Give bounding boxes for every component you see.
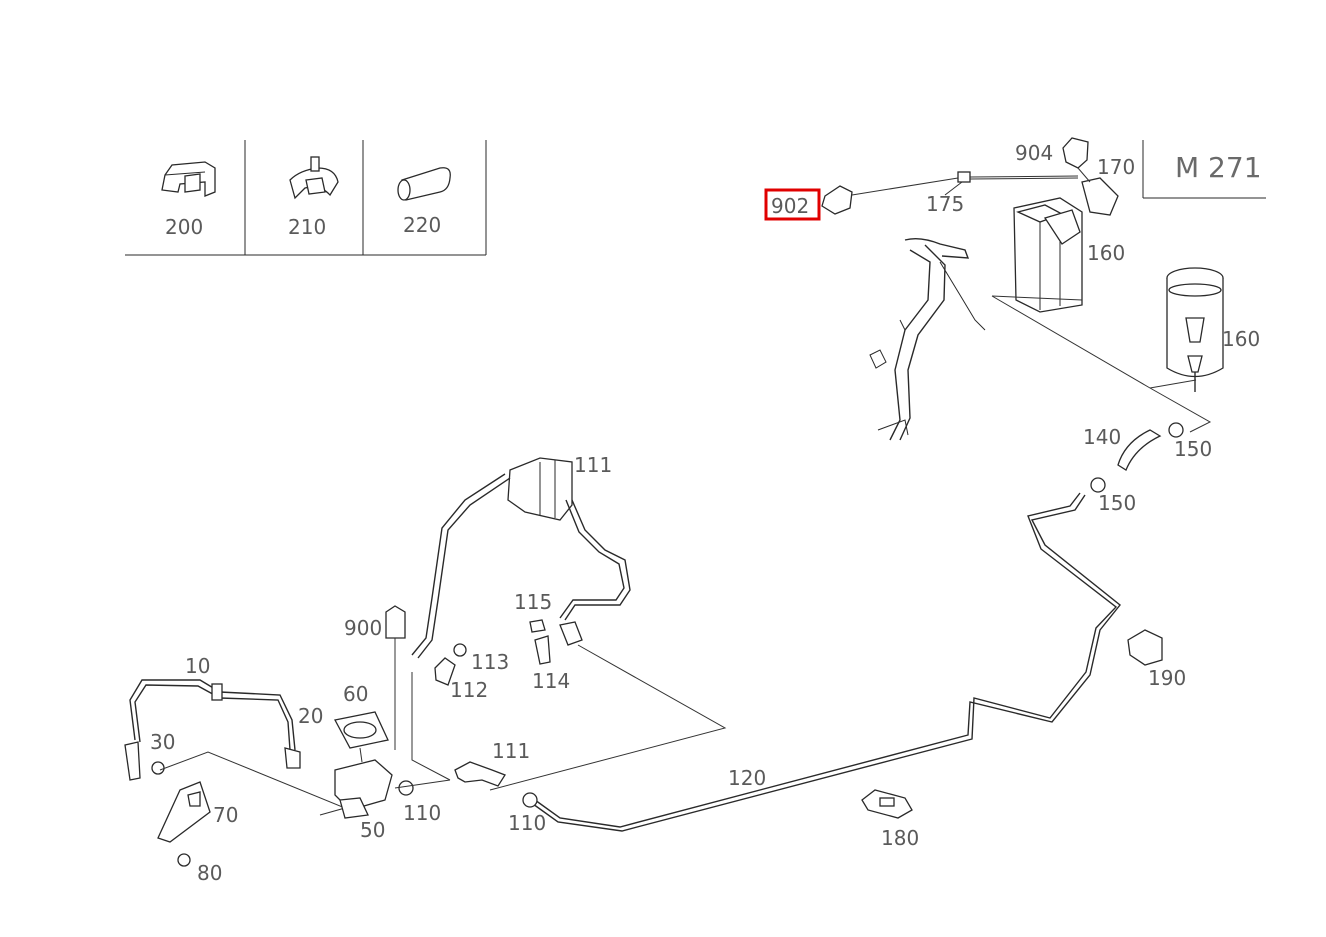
callout-114[interactable]: 114 <box>532 669 570 693</box>
hose-clip-icon <box>289 156 339 200</box>
selected-callout-highlight <box>764 188 821 221</box>
callout-60[interactable]: 60 <box>343 682 368 706</box>
callout-900[interactable]: 900 <box>344 616 382 640</box>
callout-150-lower[interactable]: 150 <box>1098 491 1136 515</box>
callout-170[interactable]: 170 <box>1097 155 1135 179</box>
callout-160-left[interactable]: 160 <box>1087 241 1125 265</box>
charcoal-canister-1 <box>1013 197 1083 313</box>
nut-80 <box>177 853 191 867</box>
engine-label: M 271 <box>1175 151 1262 184</box>
sensor-harness-group <box>821 137 1119 216</box>
callout-110-right[interactable]: 110 <box>508 811 546 835</box>
callout-112[interactable]: 112 <box>450 678 488 702</box>
callout-70[interactable]: 70 <box>213 803 238 827</box>
callout-30[interactable]: 30 <box>150 730 175 754</box>
hose-111 <box>454 761 506 787</box>
callout-160-right[interactable]: 160 <box>1222 327 1260 351</box>
valve-50 <box>334 759 393 819</box>
fitting-112 <box>434 657 456 686</box>
bracket-70 <box>157 781 211 843</box>
callout-904[interactable]: 904 <box>1015 141 1053 165</box>
callout-111-lower[interactable]: 111 <box>492 739 530 763</box>
connector-900 <box>385 605 406 639</box>
engine-label-box: M 271 <box>1142 140 1266 199</box>
connector-115b <box>559 621 583 646</box>
callout-50[interactable]: 50 <box>360 818 385 842</box>
callout-190[interactable]: 190 <box>1148 666 1186 690</box>
damper-190 <box>1127 629 1163 666</box>
fitting-110a <box>398 780 414 796</box>
hose-sleeve-icon <box>397 167 451 201</box>
damper-180 <box>861 789 913 819</box>
callout-20[interactable]: 20 <box>298 704 323 728</box>
callout-113[interactable]: 113 <box>471 650 509 674</box>
callout-140[interactable]: 140 <box>1083 425 1121 449</box>
bracket-60 <box>334 711 389 749</box>
callout-120[interactable]: 120 <box>728 766 766 790</box>
charcoal-canister-2 <box>1166 267 1224 392</box>
clip-bracket-icon <box>161 161 216 197</box>
clamp-150b <box>1090 477 1106 493</box>
connector-114 <box>534 635 551 665</box>
callout-110-left[interactable]: 110 <box>403 801 441 825</box>
purge-valve-111 <box>507 457 573 521</box>
callout-115[interactable]: 115 <box>514 590 552 614</box>
callouts: 10 20 30 60 50 70 80 110 110 111 111 112… <box>150 141 1260 885</box>
legend-label-220[interactable]: 220 <box>403 213 441 237</box>
o-ring-113 <box>453 643 467 657</box>
clip-115 <box>529 619 546 633</box>
filler-neck <box>869 237 986 441</box>
hose-140 <box>1117 429 1162 471</box>
callout-902[interactable]: 902 <box>771 194 809 218</box>
legend-table: 200 210 220 <box>125 140 487 256</box>
fitting-110b <box>522 792 538 808</box>
callout-111-upper[interactable]: 111 <box>574 453 612 477</box>
pipe-assembly-10 <box>129 679 296 751</box>
callout-175[interactable]: 175 <box>926 192 964 216</box>
fuel-line-120 <box>532 492 1121 832</box>
clamp-150a <box>1168 422 1184 438</box>
callout-80[interactable]: 80 <box>197 861 222 885</box>
legend-label-200[interactable]: 200 <box>165 215 203 239</box>
callout-150-upper[interactable]: 150 <box>1174 437 1212 461</box>
legend-label-210[interactable]: 210 <box>288 215 326 239</box>
connector-20 <box>284 747 301 769</box>
callout-10[interactable]: 10 <box>185 654 210 678</box>
callout-180[interactable]: 180 <box>881 826 919 850</box>
